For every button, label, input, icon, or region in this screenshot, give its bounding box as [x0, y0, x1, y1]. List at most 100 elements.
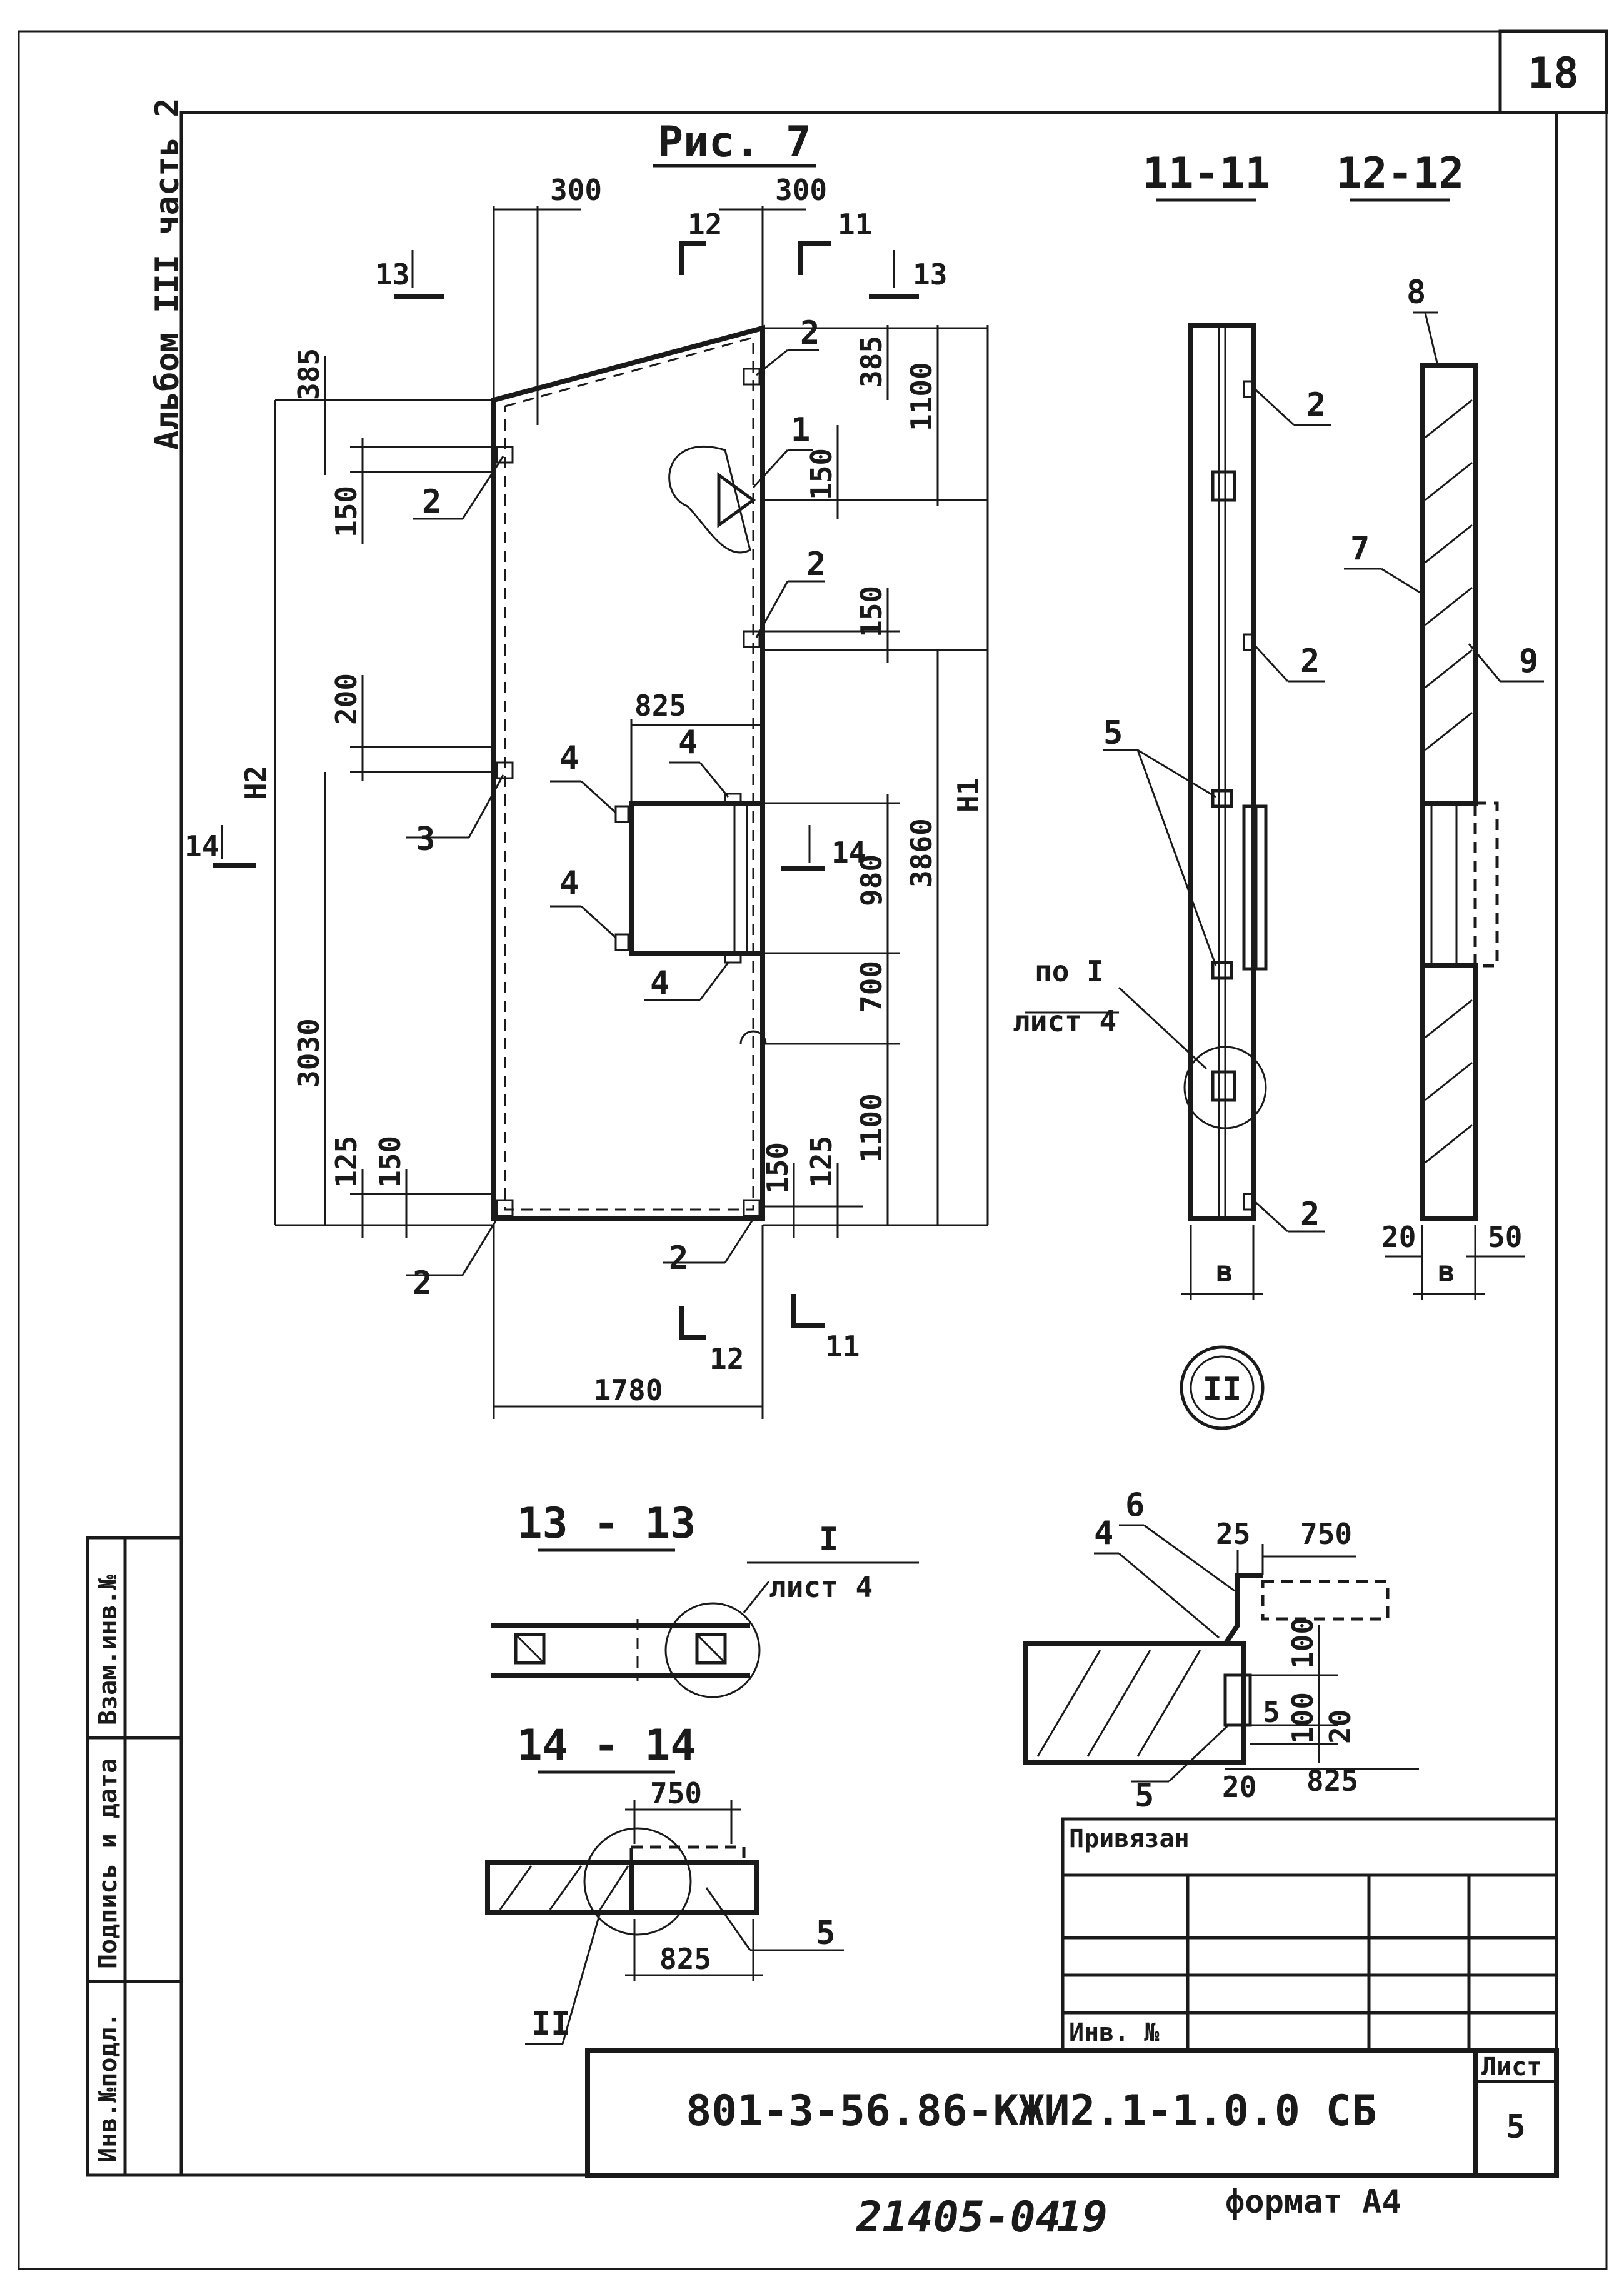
mark-12-top: 12: [688, 208, 722, 241]
stamp-podpis: Подпись и дата: [94, 1758, 123, 1969]
callout-2e: 2: [669, 1240, 688, 1277]
s11-callout-2a: 2: [1306, 386, 1326, 424]
dim-1100-bot: 1100: [855, 1093, 888, 1163]
callout-3: 3: [416, 821, 435, 858]
list-number: 5: [1506, 2108, 1525, 2146]
roman-II-14: II: [531, 2005, 571, 2043]
detail-II: 25 750 100 100 20 5 20 825 6 4 5: [1023, 1486, 1419, 1815]
s11-callout-5: 5: [1103, 714, 1123, 752]
dim-125-left: 125: [329, 1136, 363, 1188]
det-callout-5: 5: [1135, 1777, 1154, 1815]
order-no: 21405-04: [856, 2193, 1061, 2242]
mark-12-bot: 12: [709, 1342, 744, 1376]
dim-3860: 3860: [905, 818, 938, 888]
callout-1: 1: [791, 411, 810, 449]
det-20a: 20: [1323, 1710, 1357, 1744]
section-11: 11-11 в 2 2 2 5 по I: [1013, 149, 1331, 1430]
mark-11-bot: 11: [825, 1330, 860, 1363]
dim-125-right: 125: [804, 1136, 838, 1188]
det-100a: 100: [1286, 1617, 1320, 1669]
title-14: 14 - 14: [517, 1721, 696, 1770]
dim-150-c: 150: [804, 448, 838, 500]
dim-H2: H2: [239, 766, 273, 800]
callout-4a: 4: [559, 739, 579, 777]
det-callout-4: 4: [1094, 1515, 1113, 1552]
callout-2c: 2: [806, 546, 826, 583]
s12-b: в: [1438, 1255, 1455, 1288]
tb-inv-no: Инв. №: [1069, 2018, 1160, 2047]
s14-callout-5: 5: [816, 1915, 835, 1952]
dim-300-right: 300: [775, 173, 827, 207]
figure-title: Рис. 7: [658, 118, 811, 167]
dim-300-left: 300: [550, 173, 602, 207]
dim-150-d: 150: [855, 586, 888, 638]
section-14: 14 - 14 750 825 II 5: [485, 1721, 844, 2045]
ref-list4-b: лист 4: [769, 1570, 873, 1604]
dims-right: 300 385 1100 150 150 825 980 700 1100 38…: [630, 173, 989, 1238]
format-note: формат А4: [1225, 2183, 1401, 2221]
det-5: 5: [1263, 1695, 1280, 1729]
callout-2b: 2: [422, 483, 441, 521]
s12-20: 20: [1381, 1220, 1416, 1254]
title-12: 12-12: [1336, 149, 1465, 198]
detail-I-circle: [1183, 1046, 1267, 1129]
callout-4b: 4: [678, 724, 698, 761]
s11-callout-2c: 2: [1300, 1196, 1320, 1233]
dim-150-e: 150: [761, 1142, 794, 1194]
section-13: 13 - 13 I лист 4: [491, 1499, 919, 1698]
s12-50: 50: [1488, 1220, 1522, 1254]
dim-385-right: 385: [855, 336, 888, 388]
roman-II-circle: II: [1203, 1371, 1242, 1408]
stamp-inv-podl: Инв.№подл.: [94, 2012, 123, 2163]
footer: 21405-04 19 формат А4: [856, 2183, 1401, 2242]
elevation-callouts: 1 2 2 2 2 2 3 4 4 4 4: [406, 314, 826, 1302]
title-11: 11-11: [1143, 149, 1271, 198]
mark-14-right: 14: [831, 836, 866, 869]
panel-elevation: [491, 324, 767, 1221]
list-label: Лист: [1481, 2053, 1541, 2081]
s11-b: в: [1216, 1255, 1233, 1288]
det-25: 25: [1216, 1517, 1250, 1551]
det-750: 750: [1300, 1517, 1352, 1551]
sheet-number: 18: [1528, 49, 1579, 98]
ref-roman-I: I: [819, 1521, 838, 1558]
dim-825-14: 825: [659, 1942, 711, 1976]
callout-4d: 4: [650, 964, 669, 1002]
dim-150-a: 150: [329, 486, 363, 538]
s11-callout-2b: 2: [1300, 643, 1320, 680]
det-100b: 100: [1286, 1692, 1320, 1744]
dim-1100-top: 1100: [905, 362, 938, 431]
dim-980: 980: [855, 854, 888, 906]
s12-callout-9: 9: [1519, 643, 1538, 680]
mark-11-top: 11: [838, 208, 872, 241]
stamp-vzam: Взам.инв.№: [94, 1575, 123, 1725]
mark-13-left: 13: [375, 258, 409, 291]
det-20b: 20: [1222, 1770, 1256, 1804]
title-block: Привязан Инв. № 801-3-56.86-КЖИ2.1-1.0.0…: [585, 1817, 1559, 2178]
dims-left: 300 385 150 200 H2 3030 125 150 1780: [239, 173, 764, 1419]
dim-200: 200: [329, 673, 363, 725]
s12-callout-8: 8: [1406, 274, 1426, 311]
side-stamp: Инв.№подл. Подпись и дата Взам.инв.№: [86, 1536, 183, 2177]
window-opening: [629, 801, 765, 956]
outer-border: [18, 30, 1608, 2270]
mark-13-right: 13: [913, 258, 947, 291]
dim-3030: 3030: [292, 1018, 326, 1088]
dim-700: 700: [855, 961, 888, 1013]
callout-4c: 4: [559, 864, 579, 902]
det-callout-6: 6: [1125, 1486, 1145, 1524]
dim-750-14: 750: [650, 1776, 702, 1810]
callout-2d: 2: [413, 1265, 432, 1302]
dim-1780: 1780: [594, 1373, 663, 1407]
document-code: 801-3-56.86-КЖИ2.1-1.0.0 СБ: [686, 2086, 1376, 2136]
page-no: 19: [1056, 2193, 1108, 2242]
ref-po-I: по I: [1035, 954, 1104, 988]
dim-825-top: 825: [634, 689, 686, 723]
dim-385-left: 385: [292, 348, 326, 400]
album-note: Альбом III часть 2: [149, 98, 186, 450]
det-825: 825: [1306, 1764, 1358, 1798]
ref-list4-a: лист 4: [1013, 1004, 1116, 1038]
tb-privyazan: Привязан: [1069, 1825, 1190, 1853]
dim-150-b: 150: [373, 1136, 407, 1188]
